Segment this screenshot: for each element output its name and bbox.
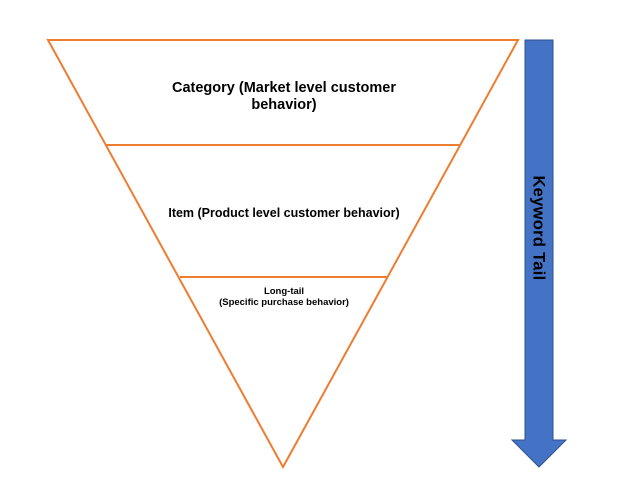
long-tail-level-label: Long-tail (Specific purchase behavior)	[190, 286, 378, 309]
keyword-tail-label: Keyword Tail	[529, 175, 548, 281]
category-level-label: Category (Market level customer behavior…	[150, 80, 418, 115]
long-tail-label-line2: (Specific purchase behavior)	[219, 297, 349, 309]
item-level-label: Item (Product level customer behavior)	[145, 206, 423, 221]
category-label-line2: behavior)	[251, 97, 317, 114]
long-tail-label-line1: Long-tail	[263, 286, 305, 297]
item-label-line1: Item (Product level customer behavior)	[168, 206, 400, 220]
category-label-line1: Category (Market level customer	[171, 80, 397, 96]
keyword-tail-arrow	[510, 39, 568, 468]
funnel-triangle	[46, 39, 520, 470]
